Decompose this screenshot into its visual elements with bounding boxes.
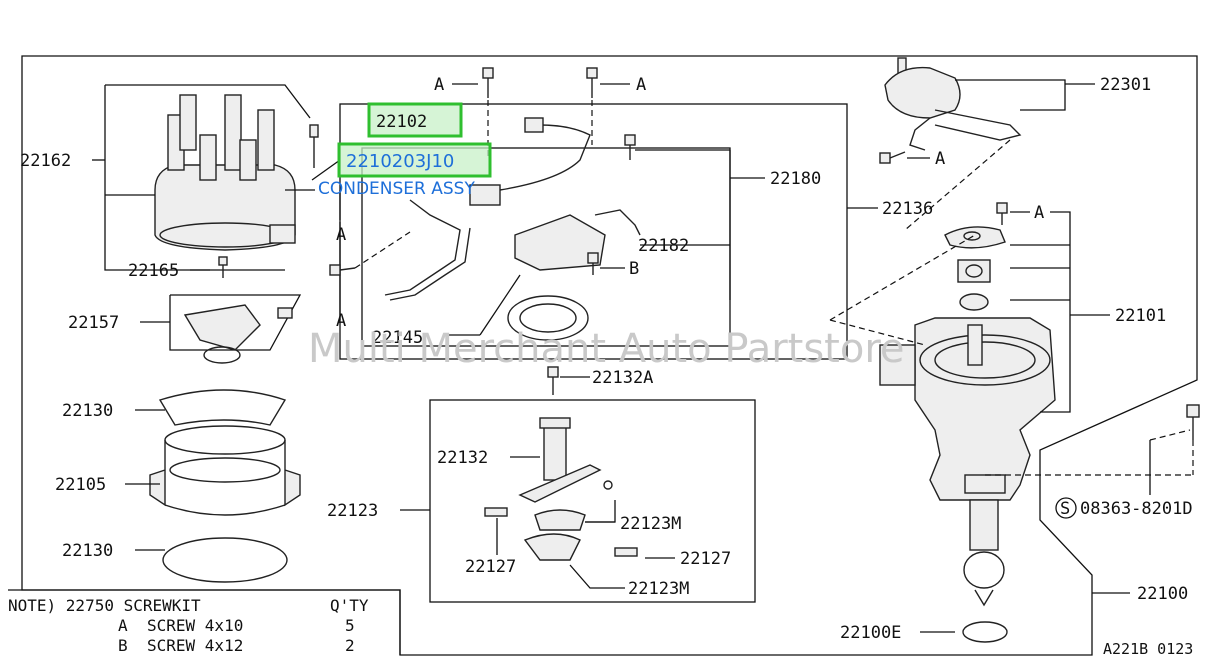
diagram-code: A221B 0123 [1103,640,1193,658]
screw-letter-b: B [629,259,639,279]
label-22301: 22301 [1100,75,1151,95]
distributor-cap-drawing [154,94,296,251]
label-22123m-top: 22123M [620,514,681,534]
screw-icon [329,264,356,276]
label-22101: 22101 [1115,306,1166,326]
distributor-housing-drawing [879,317,1056,607]
screw-letter-a: A [336,225,346,245]
seal-22130-drawing [158,389,287,426]
screw-letter-a: A [636,75,646,95]
note-row-name: SCREW 4x12 [147,636,243,655]
label-22136: 22136 [882,199,933,219]
label-22132a: 22132A [592,368,653,388]
label-08363-8201d: 08363-8201D [1080,499,1193,519]
label-22145: 22145 [372,328,423,348]
screw-icon [996,202,1008,225]
screw-icon [624,134,636,160]
screw-letter-a: A [935,149,945,169]
note-row-qty: 5 [345,616,355,635]
rotor-drawing [183,304,293,364]
label-22100: 22100 [1137,584,1188,604]
label-22182: 22182 [638,236,689,256]
screw-icon [1186,404,1200,440]
screw-icon [586,67,598,98]
leader-22157 [169,294,302,351]
label-22123: 22123 [327,501,378,521]
label-22130-bottom: 22130 [62,541,113,561]
hotspot-2210203j10-code: 2210203J10 [346,151,454,172]
hotspot-2210203j10-description: CONDENSER ASSY [318,179,475,199]
screw-icon [218,256,228,278]
governor-drawing [484,417,638,561]
note-header: NOTE) 22750 SCREWKIT [8,596,201,615]
label-22157: 22157 [68,313,119,333]
note-row-qty: 2 [345,636,355,655]
label-22130-top: 22130 [62,401,113,421]
label-22127-left: 22127 [465,557,516,577]
hotspot-22102-code: 22102 [376,112,427,132]
label-22162: 22162 [20,151,71,171]
label-22123m-bottom: 22123M [628,579,689,599]
screw-letter-a: A [434,75,444,95]
shaft-parts-drawing [944,226,1006,366]
hotspot-2210203j10[interactable]: 2210203J10 [337,142,492,178]
note-row-key: B [118,636,128,655]
screw-letter-a: A [1034,203,1044,223]
standard-part-symbol [1055,497,1077,519]
screw-icon [309,124,319,168]
seal-22130b-drawing [162,537,288,583]
label-22165: 22165 [128,261,179,281]
label-22127-right: 22127 [680,549,731,569]
label-22105: 22105 [55,475,106,495]
screw-icon [587,252,599,275]
inner-frame-22123 [429,399,756,603]
screw-kit-note: NOTE) 22750 SCREWKIT Q'TY A SCREW 4x10 5… [8,596,369,655]
label-22132: 22132 [437,448,488,468]
screw-letter-a: A [336,311,346,331]
note-frame [8,589,401,655]
label-22100e: 22100E [840,623,901,643]
hotspot-22102[interactable]: 22102 [367,102,463,138]
pickup-assembly-drawing [384,117,641,341]
note-qty-header: Q'TY [330,596,369,615]
housing-22105-drawing [149,425,301,516]
label-s-symbol: S [1060,499,1070,519]
screw-icon [482,67,494,98]
note-row-name: SCREW 4x10 [147,616,243,635]
screw-icon [879,151,906,164]
note-row-key: A [118,616,128,635]
label-22180: 22180 [770,169,821,189]
leader-22162 [104,85,285,271]
watermark: Multi Merchant Auto Partstore [308,326,905,372]
vacuum-advance-drawing [884,57,1022,151]
screw-icon [547,366,559,395]
o-ring-drawing [962,621,1008,643]
